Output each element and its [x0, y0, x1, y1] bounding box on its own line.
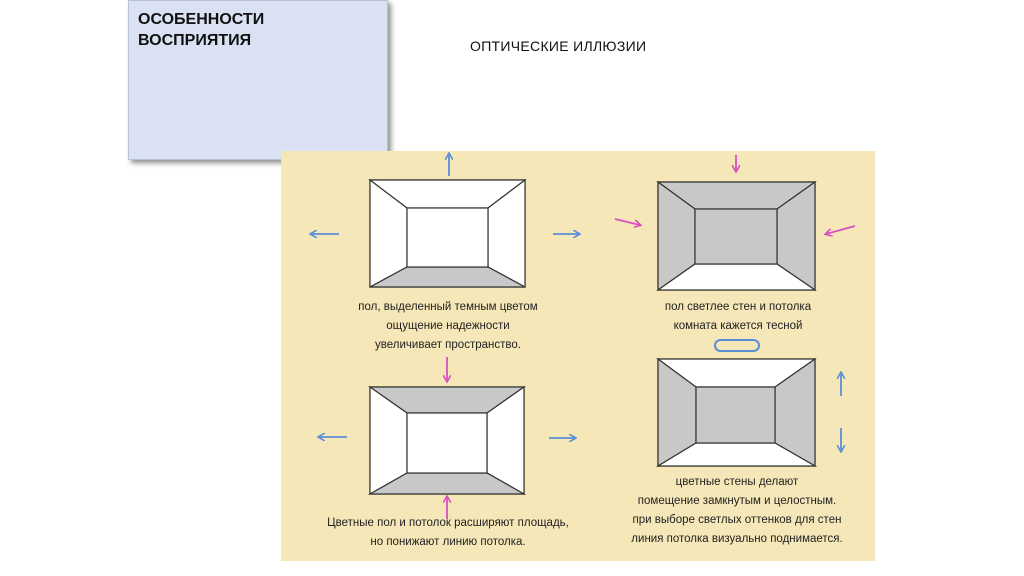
slide-subtitle: ОПТИЧЕСКИЕ ИЛЛЮЗИИ	[470, 38, 647, 54]
slide-title: ОСОБЕННОСТИ ВОСПРИЯТИЯ	[138, 11, 265, 49]
room-colored-floor-ceiling	[367, 385, 527, 496]
arrow-right-pink-icon	[614, 218, 640, 225]
caption-dark-floor: пол, выделенный темным цветом ощущение н…	[358, 301, 538, 351]
slide-title-box: ОСОБЕННОСТИ ВОСПРИЯТИЯ	[128, 0, 388, 160]
room-light-floor	[656, 180, 817, 292]
caption-light-floor: пол светлее стен и потолка комната кажет…	[664, 301, 812, 332]
oval-marker-icon	[714, 339, 760, 352]
illusions-panel: пол, выделенный темным цветом ощущение н…	[281, 151, 875, 561]
caption-colored-walls: цветные стены делают помещение замкнутым…	[631, 476, 843, 545]
room-dark-floor	[368, 178, 527, 289]
illusions-drawing	[281, 151, 856, 519]
caption-colored-floor-ceiling: Цветные пол и потолок расширяют площадь,…	[327, 517, 569, 548]
room-colored-walls	[655, 357, 818, 468]
arrow-left-pink-icon	[826, 225, 856, 234]
